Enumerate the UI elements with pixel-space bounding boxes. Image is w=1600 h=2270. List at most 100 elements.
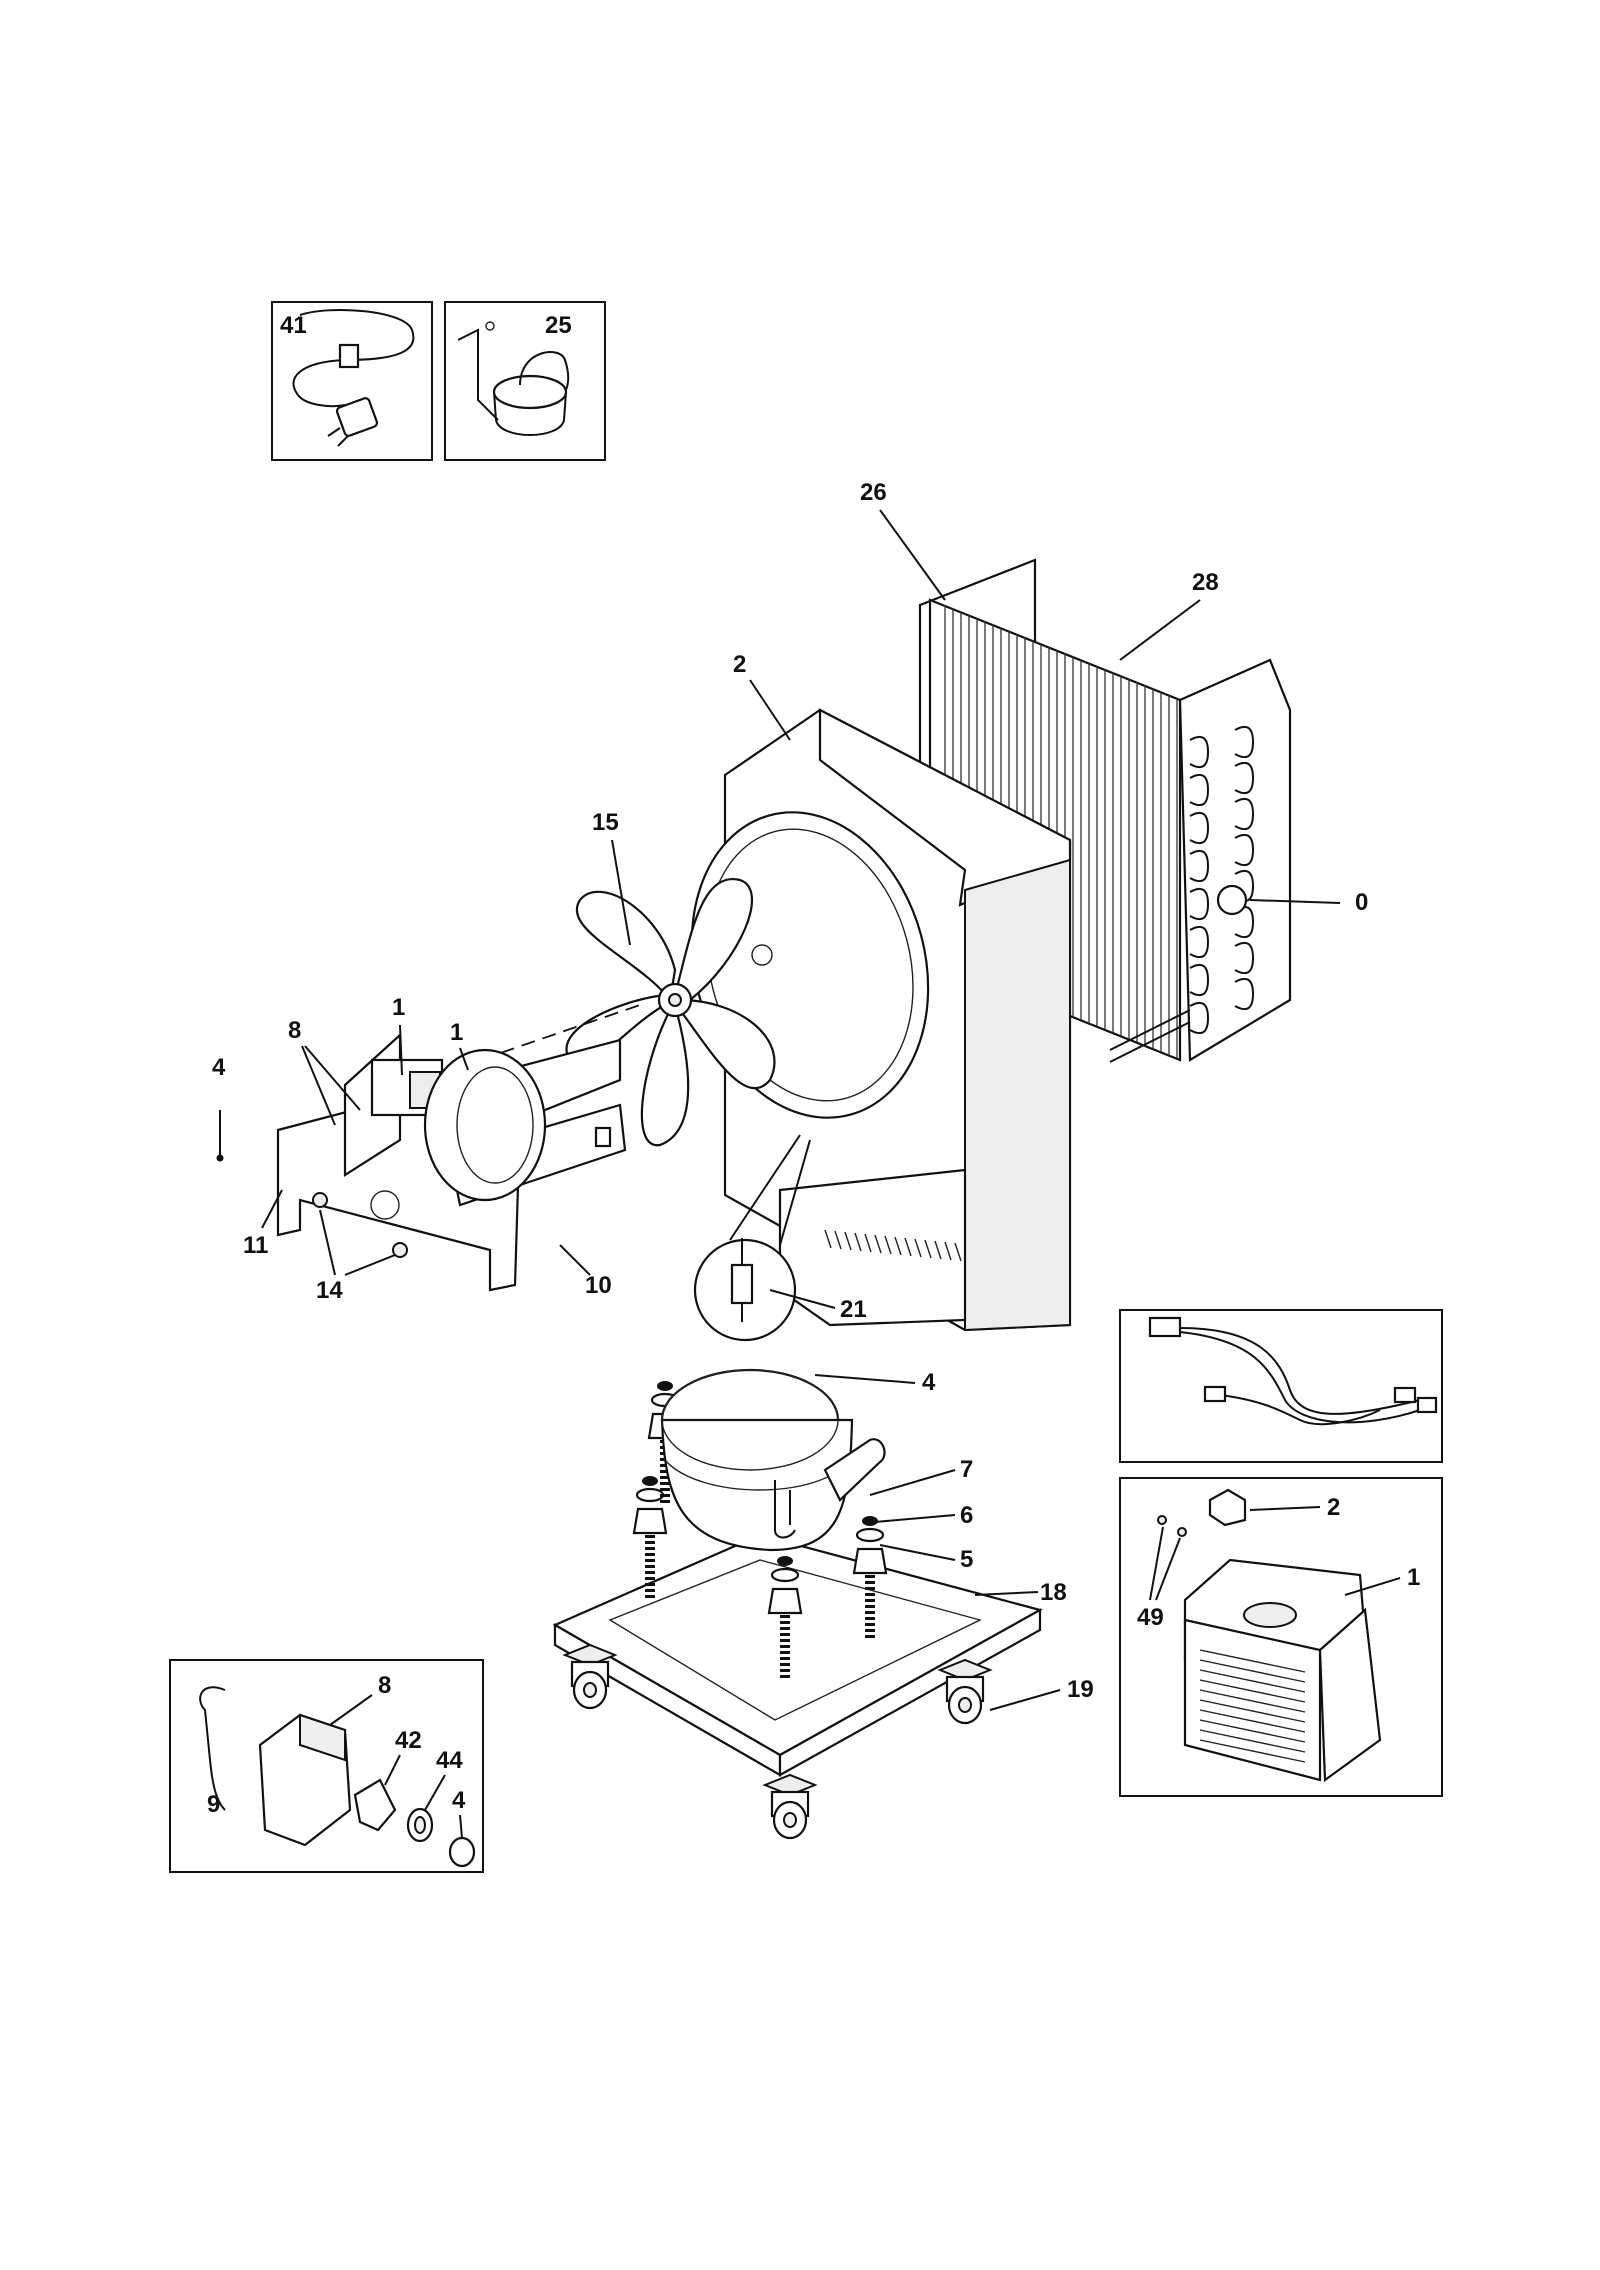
bucket-slot (1199, 1699, 1306, 1723)
compressor-assembly: 4 7 6 5 (632, 1368, 973, 1680)
inset-control-box: 8 42 44 9 4 (169, 1659, 484, 1873)
mount-nut (777, 1556, 793, 1566)
harness-wire-1 (1179, 1327, 1421, 1415)
cord-clip (338, 343, 360, 369)
washer (855, 1527, 885, 1543)
compressor-terminal-cover (823, 1438, 886, 1502)
tube-bend (1189, 736, 1210, 768)
callout-1-motor: 1 (450, 1019, 463, 1046)
tray-tooth (884, 1235, 892, 1255)
tube-bend (1189, 850, 1210, 882)
inset-box-wire-harness (1119, 1309, 1443, 1463)
bucket-side (1318, 1607, 1382, 1783)
tube-bend (1189, 1002, 1210, 1034)
bucket-bracket (1208, 1488, 1247, 1527)
harness-connector-2 (1203, 1385, 1227, 1403)
callout-2-bucket: 2 (1327, 1494, 1340, 1521)
bucket-slot (1199, 1669, 1306, 1693)
bracket-hole (370, 1190, 400, 1220)
callout-8-top: 8 (288, 1017, 301, 1044)
callout-11: 11 (243, 1232, 268, 1259)
shroud-ring-inner (706, 828, 914, 1102)
callout-1-switch: 1 (392, 994, 405, 1021)
callout-49: 49 (1137, 1604, 1164, 1631)
rubber-grommet (632, 1507, 668, 1535)
tube-bend (1234, 726, 1255, 758)
bucket-front (1183, 1618, 1322, 1782)
tube-bend (1189, 812, 1210, 844)
inset-box-capacitor (444, 301, 606, 461)
thermostat-sensor (1216, 884, 1248, 916)
harness-connector-4 (1416, 1396, 1438, 1414)
tray-tooth (954, 1242, 962, 1262)
tube-bend (1234, 942, 1255, 974)
power-cord-wire (292, 309, 415, 408)
fan-blade: 15 (565, 809, 776, 1147)
callout-28: 28 (1192, 569, 1219, 596)
tube-bend (1234, 978, 1255, 1010)
tray-teeth (824, 1229, 962, 1262)
callout-14: 14 (316, 1277, 343, 1304)
bucket-opening (1243, 1602, 1297, 1628)
callout-4-screw: 4 (212, 1054, 226, 1081)
bucket-slot (1199, 1659, 1306, 1683)
tray-tooth (864, 1233, 872, 1253)
inset-box-power-cord (271, 301, 433, 461)
bucket-slot (1199, 1689, 1306, 1713)
tube-bend (1234, 834, 1255, 866)
callout-9: 9 (207, 1791, 220, 1818)
tray-tooth (934, 1240, 942, 1260)
screw-49b (1177, 1527, 1187, 1537)
tray-tooth (924, 1239, 932, 1259)
bucket-slot (1199, 1719, 1306, 1743)
shaft-alignment-line (479, 1004, 641, 1061)
inset-box-bucket (1119, 1477, 1443, 1797)
nut-1 (312, 1192, 328, 1208)
inset-capacitor: 25 (444, 301, 606, 461)
callout-19: 19 (1067, 1676, 1094, 1703)
base-pan-recess (608, 1559, 982, 1721)
bucket-slot (1199, 1679, 1306, 1703)
tray-tooth (834, 1230, 842, 1250)
callout-41: 41 (280, 312, 307, 339)
bucket-slots (1199, 1649, 1306, 1763)
callout-0: 0 (1355, 889, 1368, 916)
rubber-grommet (852, 1547, 888, 1575)
callout-15: 15 (592, 809, 619, 836)
inset-power-cord: 41 (271, 301, 433, 461)
shroud-clip (751, 944, 773, 966)
callout-42: 42 (395, 1727, 422, 1754)
tube-bend (1189, 926, 1210, 958)
shroud-top (818, 708, 1072, 907)
callout-21: 21 (840, 1296, 867, 1323)
caster-hub (958, 1697, 972, 1713)
rubber-grommet (767, 1587, 803, 1615)
casters (562, 1643, 993, 1840)
control-wire (199, 1686, 226, 1811)
power-plug (335, 397, 379, 437)
detail-float-switch: 21 (693, 1134, 867, 1342)
callout-4-box: 4 (452, 1787, 466, 1814)
mount-nut (642, 1476, 658, 1486)
tube-bend (1234, 798, 1255, 830)
tray-tooth (904, 1237, 912, 1257)
tray-tooth (824, 1229, 832, 1249)
callout-4-compressor: 4 (922, 1369, 936, 1396)
tray-tooth (854, 1232, 862, 1252)
capacitor-body-top (492, 374, 568, 410)
blade-4 (640, 1002, 690, 1147)
tray-tooth (914, 1238, 922, 1258)
callout-7: 7 (960, 1456, 973, 1483)
tube-bend (1189, 774, 1210, 806)
harness-connector-1 (1148, 1316, 1182, 1338)
callout-5: 5 (960, 1546, 973, 1573)
bucket-slot (1199, 1709, 1306, 1733)
caster-hub (583, 1682, 597, 1698)
callout-6: 6 (960, 1502, 973, 1529)
callout-1-bucket: 1 (1407, 1564, 1420, 1591)
callout-18: 18 (1040, 1579, 1067, 1606)
control-knob-body (353, 1778, 397, 1832)
float-switch (730, 1263, 754, 1305)
harness-connector-3 (1393, 1386, 1417, 1404)
